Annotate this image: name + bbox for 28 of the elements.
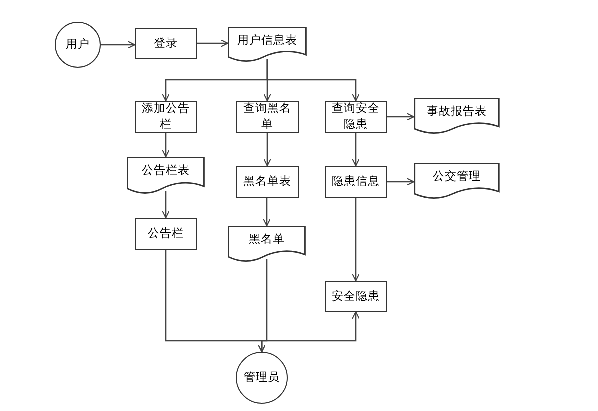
actor-circle: 用户: [55, 22, 101, 68]
arrow: [263, 133, 272, 167]
process-box: 查询黑名单: [236, 101, 299, 133]
arrow: [266, 59, 360, 102]
process-box: 登录: [135, 28, 197, 59]
document-label: 黑名单: [249, 232, 285, 248]
arrow: [258, 259, 268, 353]
arrow: [387, 112, 415, 122]
process-box: 隐患信息: [325, 166, 387, 198]
document-label: 公告栏表: [142, 163, 190, 179]
arrow: [197, 39, 229, 48]
process-box: 黑名单表: [236, 166, 299, 198]
arrow: [261, 311, 360, 352]
arrow: [352, 133, 360, 167]
document-label: 事故报告表: [427, 104, 487, 120]
arrow: [162, 133, 170, 158]
process-box: 公告栏: [135, 218, 197, 250]
arrow: [101, 40, 136, 50]
process-box: 添加公告栏: [135, 101, 197, 133]
arrow: [387, 178, 415, 186]
arrow: [352, 198, 360, 282]
process-box: 安全隐患: [325, 281, 387, 312]
actor-circle: 管理员: [236, 352, 288, 404]
process-box: 查询安全隐患: [325, 101, 387, 133]
document-label: 用户信息表: [238, 33, 298, 49]
document-label: 公交管理: [433, 169, 481, 185]
arrow: [262, 198, 272, 227]
arrow: [162, 191, 170, 219]
